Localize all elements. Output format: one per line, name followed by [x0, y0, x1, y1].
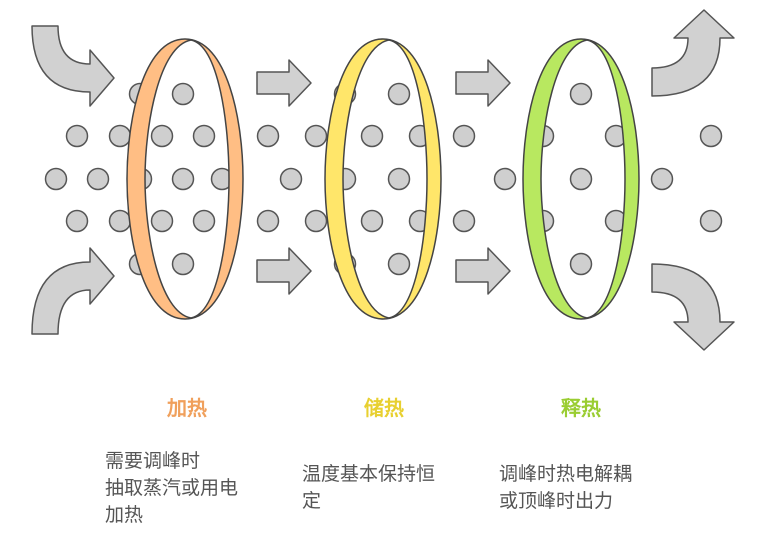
particle-circle-icon: [65, 124, 89, 148]
stage-title-storage: 储热: [364, 396, 404, 420]
curved-arrow-in-icon: [31, 247, 115, 335]
description-line: 或顶峰时出力: [499, 490, 614, 512]
description-line: 需要调峰时: [105, 450, 201, 472]
description-line: 抽取蒸汽或用电: [105, 477, 239, 499]
particle-circle-icon: [699, 124, 723, 148]
particle-circle-icon: [387, 252, 411, 276]
stage-description-storage: 温度基本保持恒 定: [302, 461, 435, 515]
right-arrow-icon: [256, 59, 312, 107]
particle-circle-icon: [171, 167, 195, 191]
particle-circle-icon: [304, 124, 328, 148]
particle-circle-icon: [150, 209, 174, 233]
particle-circle-icon: [279, 167, 303, 191]
particle-circle-icon: [569, 252, 593, 276]
particle-circle-icon: [452, 124, 476, 148]
particle-circle-icon: [108, 124, 132, 148]
stage-rings: [126, 38, 640, 320]
particle-circle-icon: [44, 167, 68, 191]
right-arrow-icon: [256, 247, 312, 295]
filter-ring-icon: [324, 38, 442, 320]
curved-arrow-out-icon: [651, 263, 735, 351]
particle-circle-icon: [699, 209, 723, 233]
particle-circle-icon: [108, 209, 132, 233]
particle-circle-icon: [387, 167, 411, 191]
filter-ring-icon: [126, 38, 244, 320]
particle-circle-icon: [192, 209, 216, 233]
particle-circle-icon: [171, 82, 195, 106]
particle-circle-icon: [150, 124, 174, 148]
particle-circle-icon: [387, 82, 411, 106]
particle-circle-icon: [65, 209, 89, 233]
particle-circle-icon: [493, 167, 517, 191]
stage-title-heating: 加热: [167, 396, 207, 420]
particle-circle-icon: [192, 124, 216, 148]
particle-circle-icon: [452, 209, 476, 233]
right-arrow-icon: [455, 59, 511, 107]
stage-description-heating: 需要调峰时 抽取蒸汽或用电 加热: [105, 448, 238, 529]
particle-circle-icon: [304, 209, 328, 233]
particle-circle-icon: [650, 167, 674, 191]
curved-arrow-in-icon: [31, 25, 115, 107]
stage-title-release: 释热: [561, 396, 601, 420]
particle-circle-icon: [256, 209, 280, 233]
curved-arrow-out-icon: [651, 9, 735, 97]
flow-arrows: [31, 9, 735, 351]
right-arrow-icon: [455, 247, 511, 295]
description-line: 加热: [105, 504, 144, 526]
particle-circle-icon: [86, 167, 110, 191]
filter-ring-icon: [522, 38, 640, 320]
particle-circle-icon: [360, 124, 384, 148]
stage-description-release: 调峰时热电解耦 或顶峰时出力: [499, 461, 632, 515]
description-line: 调峰时热电解耦: [499, 463, 633, 485]
particle-circle-icon: [360, 209, 384, 233]
particle-circle-icon: [569, 82, 593, 106]
particle-circle-icon: [569, 167, 593, 191]
description-line: 温度基本保持恒: [302, 463, 436, 485]
description-line: 定: [302, 490, 322, 512]
particle-circle-icon: [171, 252, 195, 276]
particle-circle-icon: [256, 124, 280, 148]
